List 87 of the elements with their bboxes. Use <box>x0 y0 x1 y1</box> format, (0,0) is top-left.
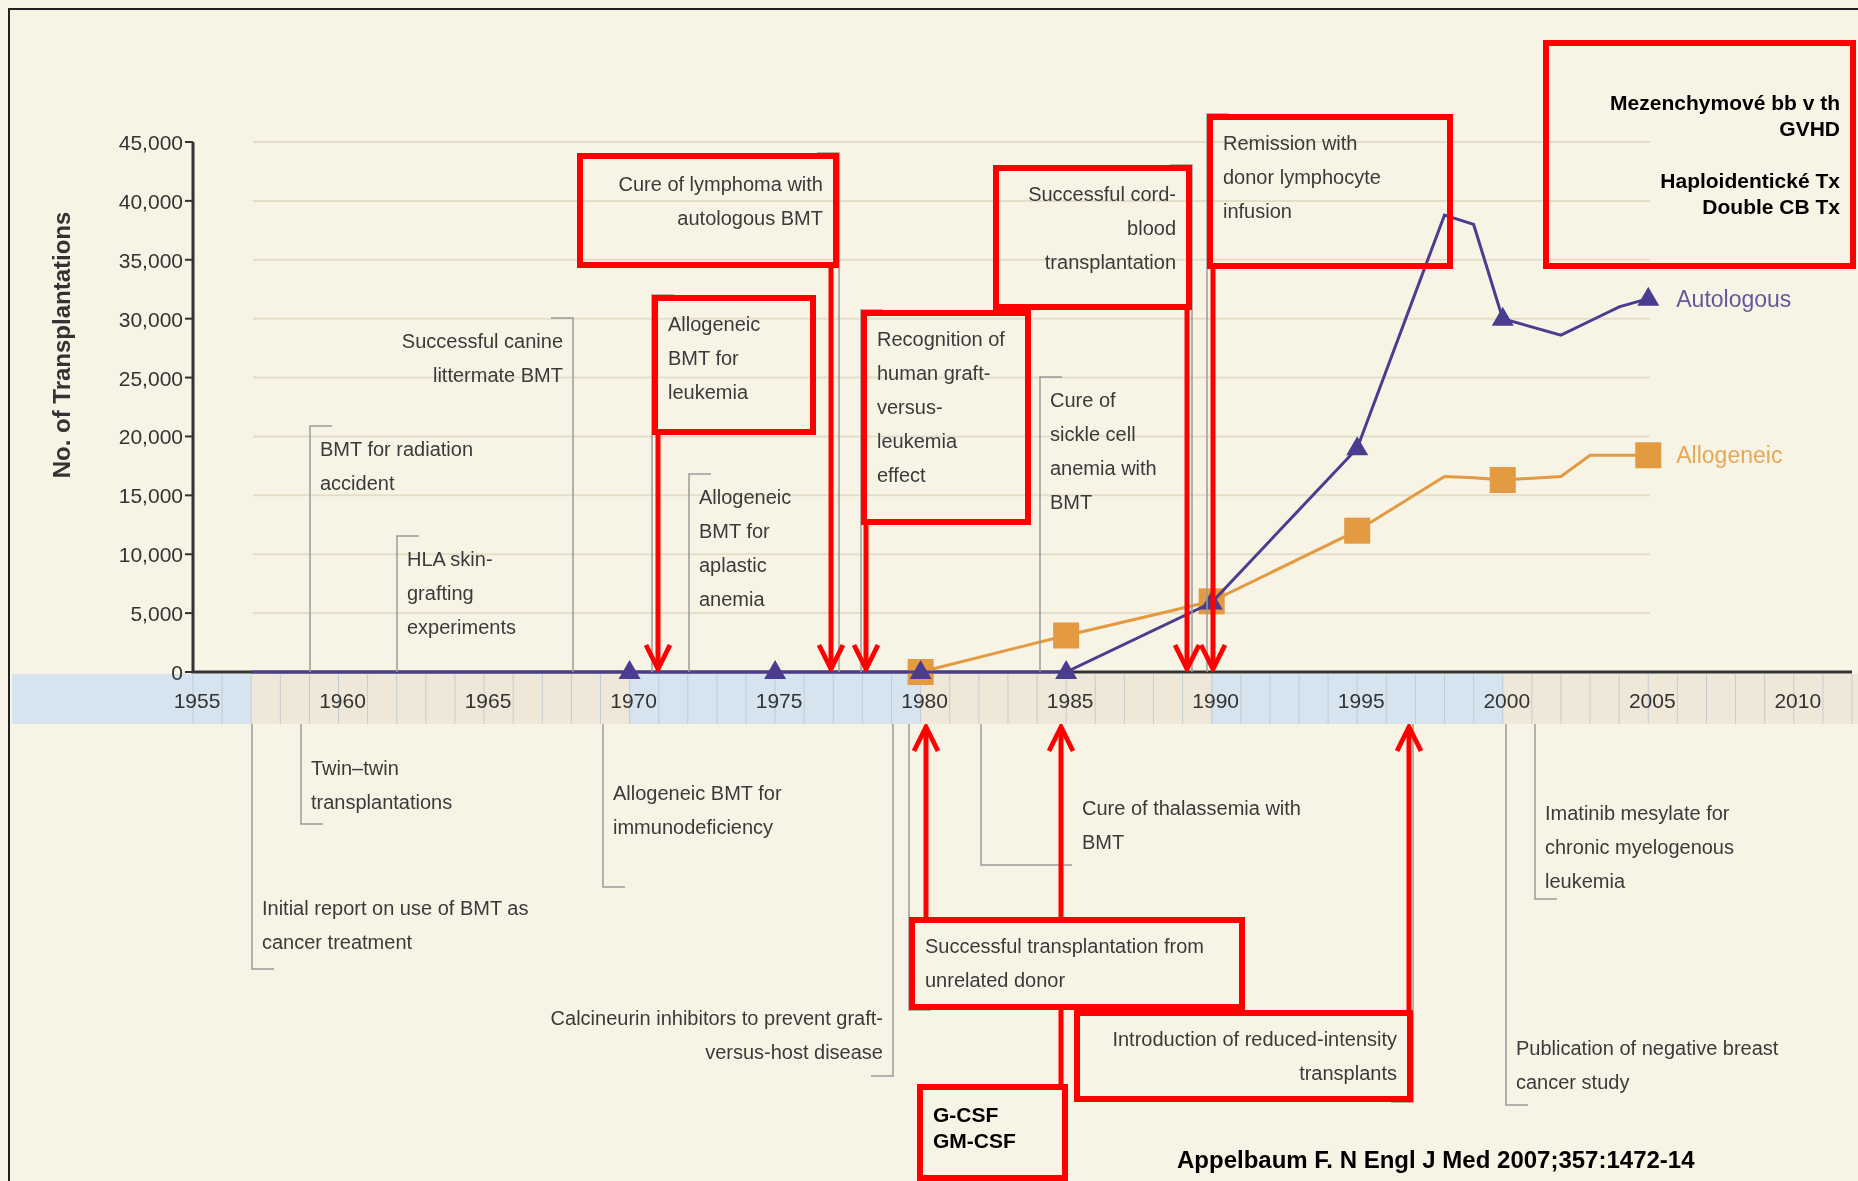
axis-tick-label: 20,000 <box>118 425 183 449</box>
arrow <box>816 268 846 672</box>
year-label: 1980 <box>901 689 948 712</box>
leader-line <box>602 723 626 888</box>
axis-tick-label: 45,000 <box>118 131 183 154</box>
leader-line <box>550 317 574 673</box>
citation-text: Appelbaum F. N Engl J Med 2007;357:1472-14 <box>1177 1146 1695 1174</box>
series-label: Allogeneic <box>1676 442 1783 469</box>
leader-line <box>688 473 712 673</box>
series-label: Autologous <box>1676 285 1792 312</box>
highlight-box <box>1543 40 1856 269</box>
leader-line <box>870 723 894 1077</box>
leader-line <box>980 723 1073 866</box>
highlight-box <box>577 153 839 268</box>
leader-line <box>309 425 333 673</box>
event-text: HLA skin-grafting experiments <box>407 547 517 640</box>
year-label: 1955 <box>173 689 221 712</box>
connector-line <box>1058 1010 1064 1084</box>
note-text: Mezenchymové bb v th GVHD <box>1609 90 1840 142</box>
year-label: 1990 <box>1192 689 1240 712</box>
event-text: Imatinib mesylate for chronic myelogenous leukemia <box>1545 801 1735 894</box>
event-text: Cure of lymphoma with autologous BMT <box>617 172 823 231</box>
arrow <box>1172 310 1202 672</box>
leader-line <box>1206 113 1230 673</box>
note-text: Haploidentické Tx <box>1659 168 1840 194</box>
axis-tick-label: 10,000 <box>118 543 183 567</box>
axis-tick-label: 0 <box>171 661 183 684</box>
note-text: GM-CSF <box>933 1128 1017 1154</box>
year-label: 1960 <box>319 689 366 712</box>
arrow <box>911 724 941 917</box>
arrow <box>643 435 673 672</box>
leader-line <box>396 535 420 673</box>
highlight-box <box>1207 114 1453 269</box>
highlight-box <box>861 310 1031 525</box>
axis-tick-label: 15,000 <box>118 484 183 508</box>
arrow <box>851 525 881 672</box>
year-label: 1985 <box>1046 689 1094 712</box>
event-text: Remission with donor lymphocyte infusion <box>1223 131 1382 224</box>
leader-line <box>908 723 932 1011</box>
year-label: 2000 <box>1483 689 1531 712</box>
axis-tick-label: 30,000 <box>118 307 183 331</box>
event-text: Calcineurin inhibitors to prevent graft-versus-host disease <box>549 1006 883 1065</box>
arrow <box>1198 269 1228 672</box>
year-label: 1965 <box>464 689 512 712</box>
event-text: Initial report on use of BMT as cancer treatment <box>262 896 530 955</box>
axis-tick-label: 25,000 <box>118 366 183 390</box>
highlight-box <box>652 295 816 435</box>
leader-line <box>1534 723 1558 900</box>
leader-line <box>251 723 275 970</box>
highlight-box <box>993 165 1192 310</box>
event-text: Allogeneic BMT for aplastic anemia <box>699 485 793 612</box>
year-label: 2010 <box>1774 689 1822 712</box>
arrow <box>1394 724 1424 1010</box>
year-label: 1995 <box>1337 689 1385 712</box>
leader-line <box>816 152 840 673</box>
event-text: Successful transplantation from unrelated donor <box>925 934 1205 993</box>
event-text: Publication of negative breast cancer study <box>1516 1036 1780 1095</box>
event-text: Recognition of human graft-versus-leukemia effect <box>877 327 1006 488</box>
note-text: G-CSF <box>933 1102 1000 1128</box>
event-text: Cure of thalassemia with BMT <box>1082 796 1302 855</box>
leader-line <box>860 309 884 673</box>
event-text: Introduction of reduced-intensity transplants <box>1111 1027 1397 1086</box>
leader-line <box>651 294 675 673</box>
event-text: Allogeneic BMT for leukemia <box>668 312 762 405</box>
year-label: 1975 <box>755 689 803 712</box>
leader-line <box>1390 723 1414 1103</box>
highlight-box <box>1074 1010 1413 1102</box>
event-text: Allogeneic BMT for immunodeficiency <box>613 781 783 840</box>
axis-tick-label: 35,000 <box>118 248 183 272</box>
leader-line <box>1505 723 1529 1106</box>
highlight-box <box>909 917 1245 1010</box>
leader-line <box>1169 164 1193 673</box>
leader-line <box>300 723 324 825</box>
event-text: Twin–twin transplantations <box>311 756 454 815</box>
arrow <box>1046 724 1076 917</box>
event-text: Successful cord-blood transplantation <box>1027 182 1176 275</box>
leader-line <box>1039 376 1063 673</box>
year-label: 2005 <box>1628 689 1676 712</box>
event-text: Cure of sickle cell anemia with BMT <box>1050 388 1158 515</box>
axis-tick-label: 40,000 <box>118 189 183 213</box>
axis-title: No. of Transplantations <box>48 211 75 479</box>
axis-tick-label: 5,000 <box>130 602 183 626</box>
event-text: BMT for radiation accident <box>320 437 475 496</box>
highlight-box <box>917 1084 1068 1181</box>
event-text: Successful canine littermate BMT <box>400 329 563 388</box>
year-label: 1970 <box>610 689 657 712</box>
note-text: Double CB Tx <box>1701 194 1840 220</box>
